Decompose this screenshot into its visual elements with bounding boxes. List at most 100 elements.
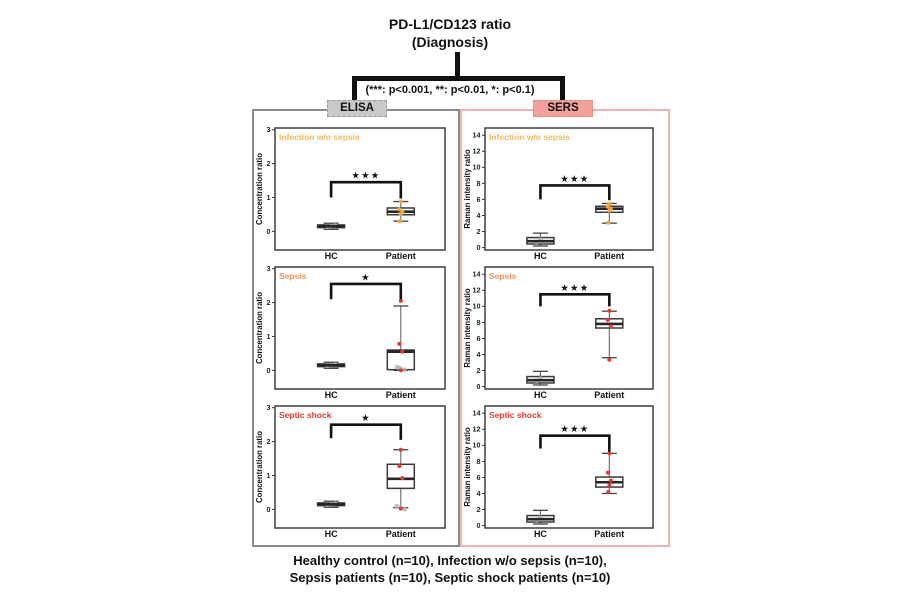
x-group-label: Patient	[594, 251, 624, 261]
y-tick-label: 8	[477, 318, 481, 327]
y-axis-label: Raman intensity ratio	[463, 427, 472, 507]
y-axis-label: Concentration ratio	[255, 292, 264, 364]
y-tick-label: 2	[267, 437, 271, 446]
significance-bracket	[539, 184, 611, 201]
y-tick-label: 1	[267, 193, 271, 202]
sers-panel-tab: SERS	[533, 100, 593, 117]
gray-data-point	[402, 507, 408, 512]
data-point	[398, 199, 403, 204]
y-tick-label: 2	[477, 366, 481, 375]
plot-frame	[274, 127, 446, 251]
y-tick-label: 8	[477, 179, 481, 188]
y-tick-label: 0	[267, 227, 271, 236]
tree-bracket-stem	[455, 52, 460, 78]
y-axis-label: Concentration ratio	[255, 153, 264, 225]
y-tick-label: 2	[267, 298, 271, 307]
plot-frame	[484, 266, 654, 390]
x-group-label: Patient	[386, 251, 416, 261]
condition-label: Sepsis	[489, 271, 517, 281]
y-tick-label: 4	[477, 350, 481, 359]
data-point	[397, 463, 402, 468]
y-tick-label: 0	[267, 366, 271, 375]
y-tick-label: 6	[477, 195, 481, 204]
gray-data-point	[394, 503, 400, 509]
data-point	[397, 207, 402, 212]
data-point	[398, 211, 403, 216]
significance-bracket	[329, 180, 403, 199]
y-tick-label: 4	[477, 211, 481, 220]
plot-frame	[484, 127, 654, 251]
x-group-label: HC	[534, 251, 547, 261]
x-group-label: HC	[534, 390, 547, 400]
figure-caption-line1: Healthy control (n=10), Infection w/o se…	[293, 553, 607, 568]
y-tick-label: 10	[473, 441, 481, 450]
plot-frame	[274, 266, 446, 390]
data-point	[607, 208, 612, 213]
significance-stars: ★★★	[560, 174, 589, 185]
y-axis-label: Raman intensity ratio	[463, 149, 472, 229]
elisa-panel-tab: ELISA	[327, 100, 387, 117]
data-point	[608, 478, 613, 483]
data-point	[400, 349, 405, 354]
data-point	[398, 447, 403, 452]
figure-caption-line2: Sepsis patients (n=10), Septic shock pat…	[289, 570, 611, 585]
y-tick-label: 2	[267, 159, 271, 168]
y-tick-label: 3	[267, 125, 271, 134]
y-tick-label: 0	[477, 243, 481, 252]
y-tick-label: 3	[267, 403, 271, 412]
y-tick-label: 10	[473, 302, 481, 311]
data-point	[605, 470, 610, 475]
y-tick-label: 8	[477, 457, 481, 466]
figure-title: PD-L1/CD123 ratio	[388, 16, 512, 32]
data-point	[397, 219, 402, 224]
plot-frame	[274, 405, 446, 529]
data-point	[605, 204, 610, 209]
y-tick-label: 10	[473, 163, 481, 172]
significance-legend: (***: p<0.001, **: p<0.01, *: p<0.1)	[365, 84, 535, 96]
box	[386, 463, 416, 490]
y-tick-label: 0	[477, 382, 481, 391]
y-tick-label: 4	[477, 489, 481, 498]
y-tick-label: 1	[267, 471, 271, 480]
data-point	[398, 506, 403, 511]
data-point	[606, 220, 611, 225]
y-tick-label: 3	[267, 264, 271, 273]
condition-label: Septic shock	[279, 410, 332, 420]
x-group-label: HC	[325, 390, 338, 400]
condition-label: Sepsis	[279, 271, 307, 281]
tree-bracket-bar	[352, 76, 565, 81]
tree-bracket-right-leg	[560, 76, 565, 103]
x-group-label: Patient	[594, 529, 624, 539]
tree-bracket-left-leg	[352, 76, 357, 103]
significance-bracket	[539, 292, 611, 307]
x-group-label: HC	[534, 529, 547, 539]
significance-stars: ★★★	[351, 171, 380, 182]
y-tick-label: 0	[267, 505, 271, 514]
data-point	[606, 489, 611, 494]
data-point	[398, 368, 403, 373]
y-axis-label: Raman intensity ratio	[463, 288, 472, 368]
data-point	[608, 324, 613, 329]
y-tick-label: 12	[473, 425, 481, 434]
y-tick-label: 2	[477, 505, 481, 514]
x-group-label: HC	[325, 251, 338, 261]
significance-bracket	[329, 423, 403, 440]
y-tick-label: 14	[473, 409, 481, 418]
data-point	[400, 476, 405, 481]
figure-subtitle: (Diagnosis)	[411, 34, 489, 50]
y-tick-label: 2	[477, 227, 481, 236]
x-group-label: Patient	[594, 390, 624, 400]
y-tick-label: 6	[477, 473, 481, 482]
significance-bracket	[329, 282, 403, 300]
x-group-label: HC	[325, 529, 338, 539]
y-tick-label: 0	[477, 521, 481, 530]
y-tick-label: 12	[473, 286, 481, 295]
